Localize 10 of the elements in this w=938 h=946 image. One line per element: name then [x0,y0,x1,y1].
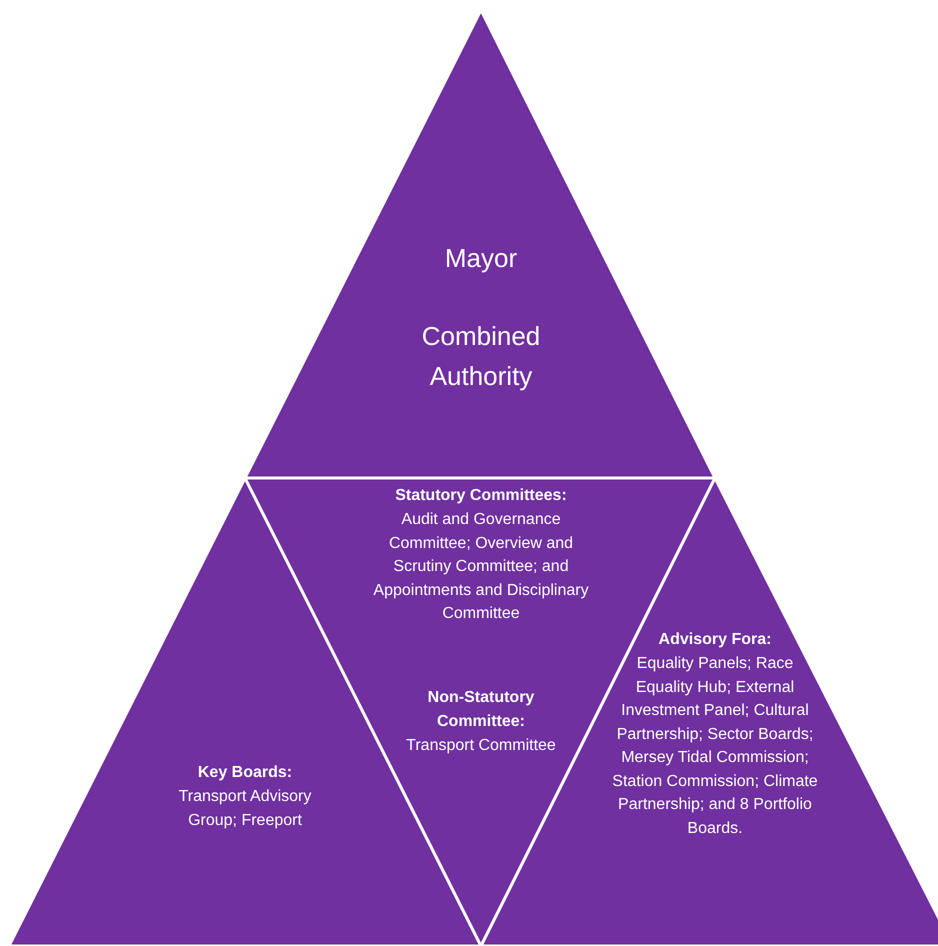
section-heading: Advisory Fora: [658,630,772,650]
member-list: Transport Committee [386,734,576,758]
member-list: Audit and Governance Committee; Overview and Scrutiny Committee; and Appointments and Disciplinary Committee [372,508,590,626]
title-text: Combined Authority [420,320,542,393]
section-heading: Non-Statutory Committee: [426,688,536,732]
member-list: Transport Advisory Group; Freeport [152,785,338,832]
section-heading: Key Boards: [196,763,294,783]
member-list: Equality Panels; Race Equality Hub; External Investment Panel; Cultural Partnership; Sector Boards; Mersey Tidal Commission; Station Commission; Climate Partnership; and 8 Portfolio Boards. [608,652,822,840]
title-text: Mayor [444,242,518,275]
section-heading: Statutory Committees: [394,486,568,506]
